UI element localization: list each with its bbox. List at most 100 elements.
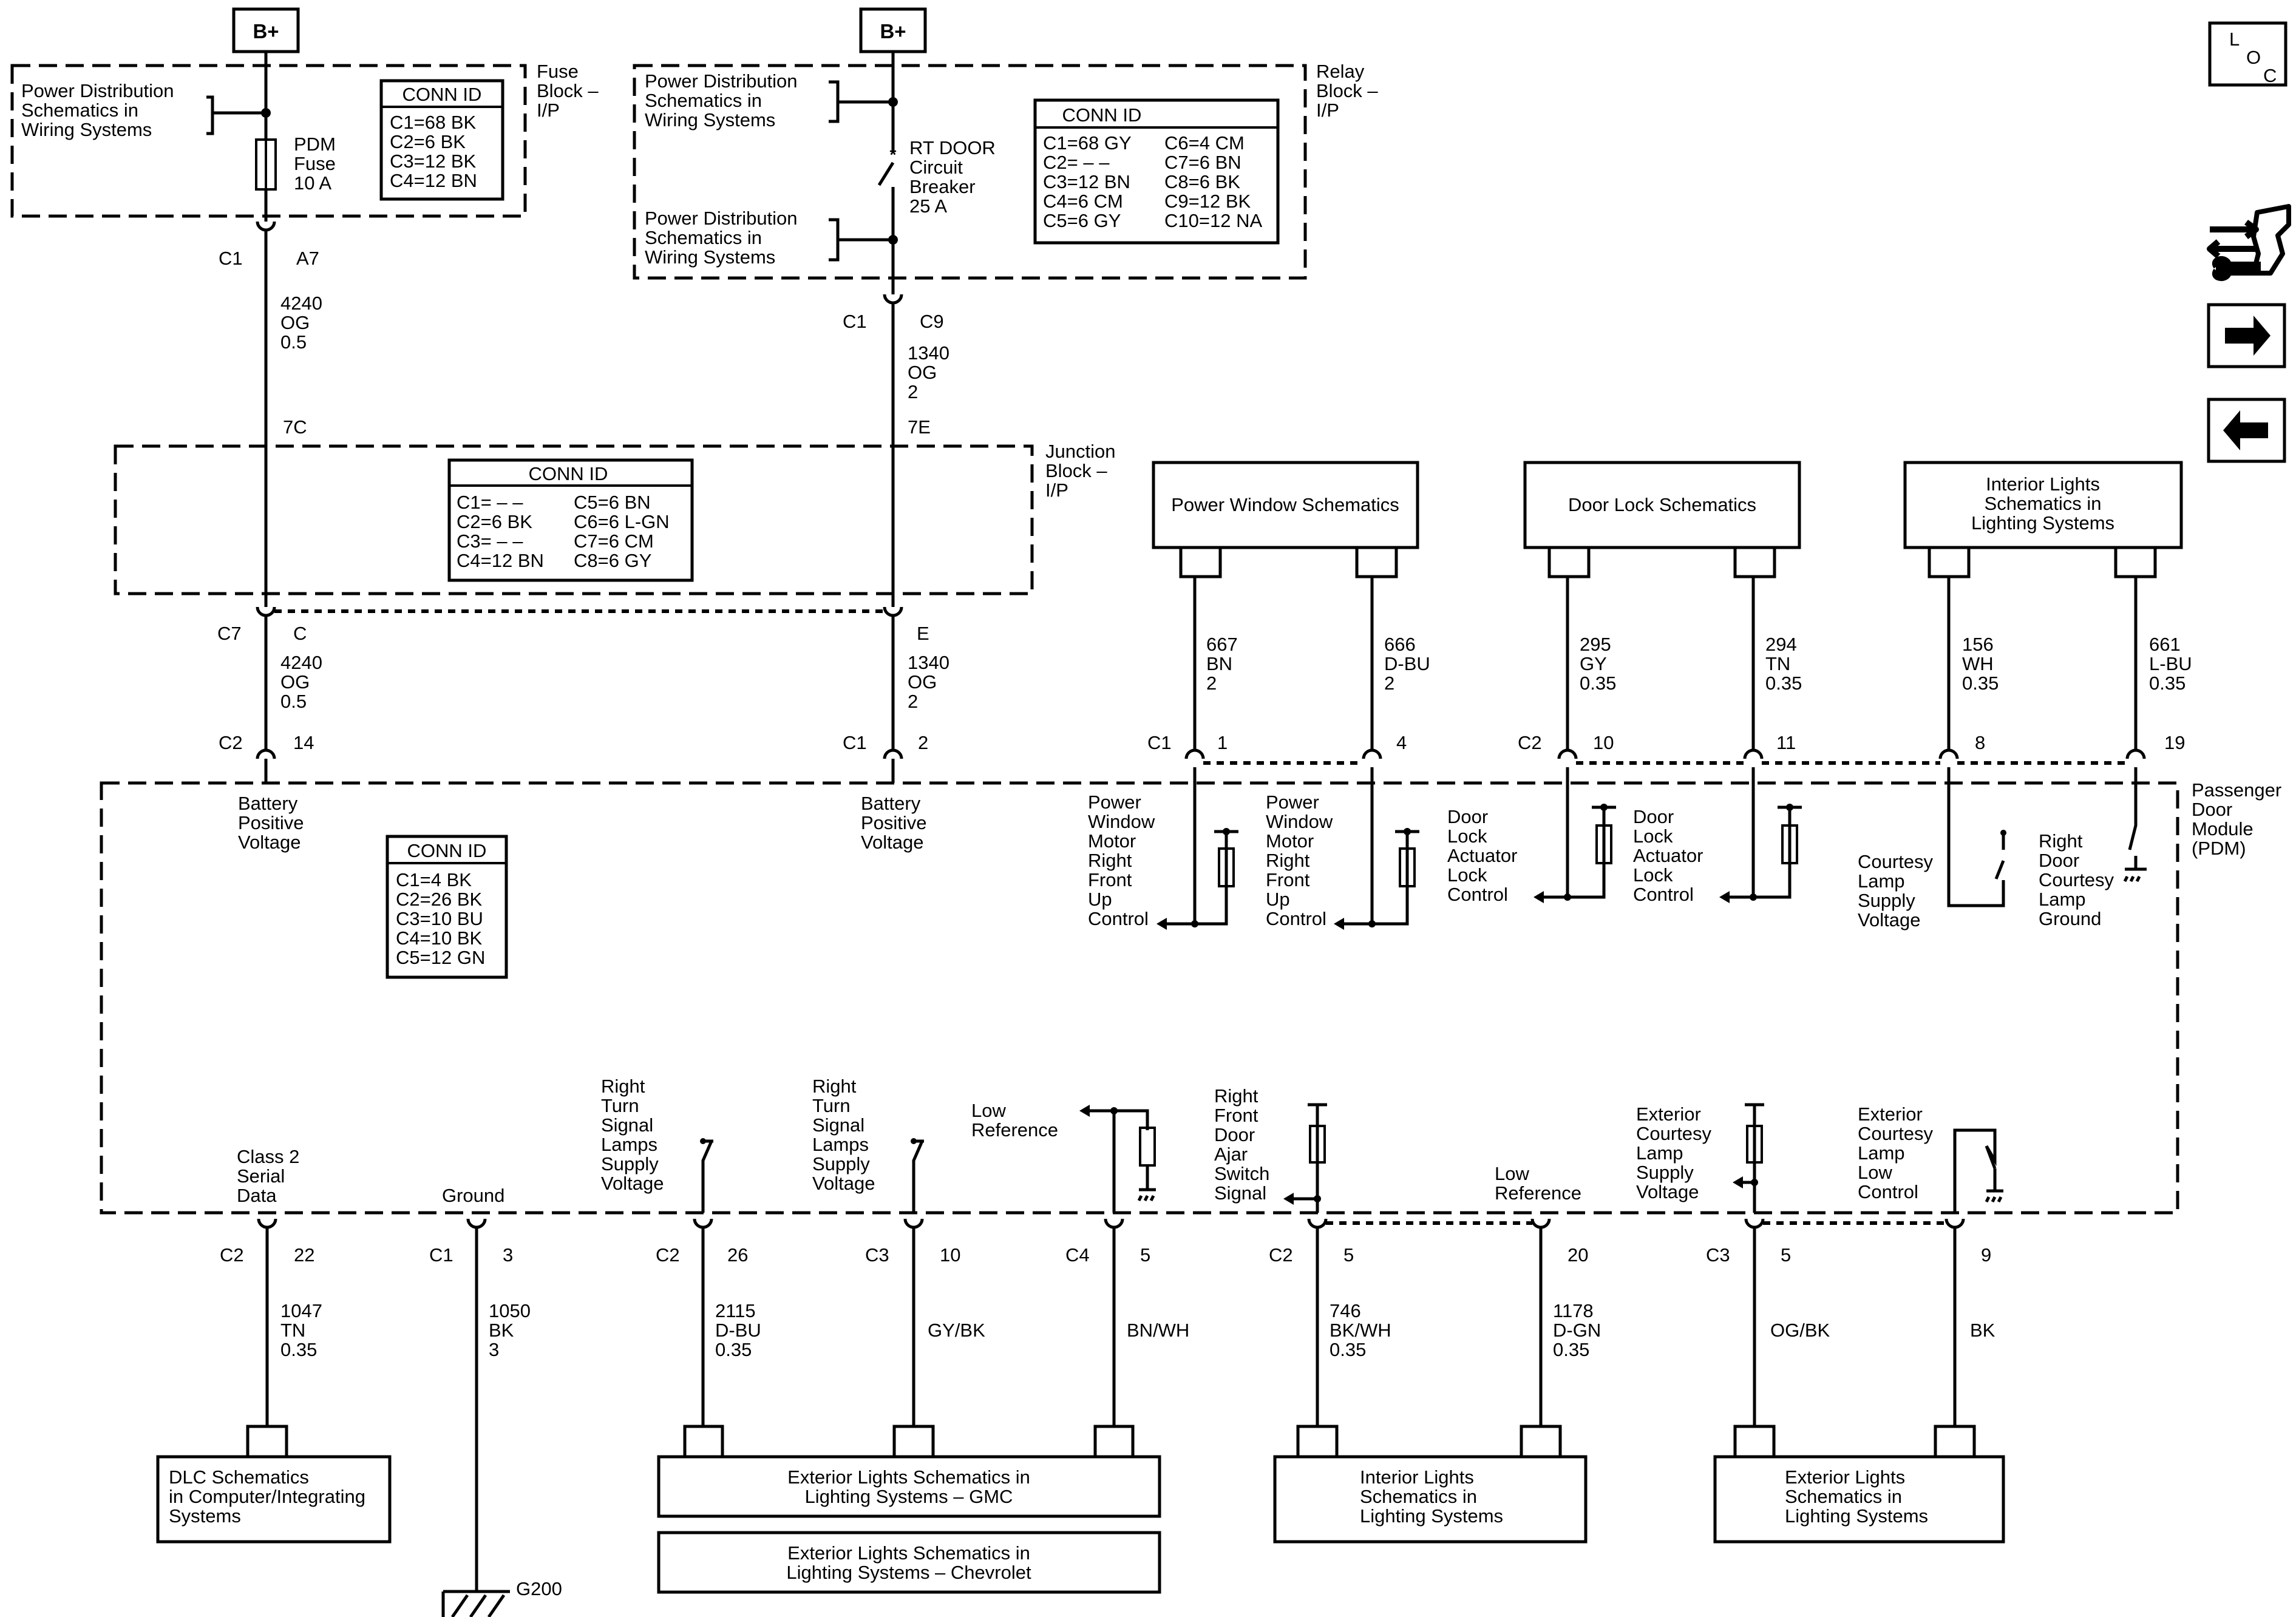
troubleshoot-icon[interactable] xyxy=(2207,204,2291,281)
svg-text:C: C xyxy=(2263,65,2277,86)
lower-circuits: C2 22 C1 3 C2 26 C3 10 C4 5 C2 5 20 C3 5… xyxy=(220,1076,2003,1578)
interior-lights-ref-lower[interactable]: Interior Lights Schematics in Lighting S… xyxy=(1273,1425,1588,1544)
svg-text:OG: OG xyxy=(908,362,937,383)
wire-1340: C1 C9 1340 OG 2 7E E 1340 OG 2 C1 2 Batt… xyxy=(843,52,949,853)
loc-button[interactable]: L O C xyxy=(2208,21,2288,87)
exterior-lights-chevrolet-ref[interactable]: Exterior Lights Schematics in Lighting S… xyxy=(657,1531,1161,1594)
exterior-lights-gmc-ref[interactable]: Exterior Lights Schematics in Lighting S… xyxy=(657,1425,1161,1518)
svg-text:C1=68 BK: C1=68 BK xyxy=(390,112,477,133)
svg-text:C1: C1 xyxy=(1147,732,1172,753)
svg-text:Right: Right xyxy=(1088,850,1132,871)
svg-text:C9: C9 xyxy=(920,311,944,332)
svg-text:Schematics in: Schematics in xyxy=(1985,493,2102,514)
svg-text:Exterior: Exterior xyxy=(1858,1103,1923,1125)
svg-text:L-BU: L-BU xyxy=(2149,653,2192,674)
next-arrow-icon[interactable] xyxy=(2207,303,2286,368)
svg-text:C1=4 BK: C1=4 BK xyxy=(396,869,472,890)
svg-text:Voltage: Voltage xyxy=(861,832,923,853)
svg-text:OG: OG xyxy=(280,312,310,333)
svg-text:10 A: 10 A xyxy=(294,172,331,194)
svg-text:1047: 1047 xyxy=(280,1300,322,1321)
svg-text:D-BU: D-BU xyxy=(715,1320,761,1341)
svg-text:Junction: Junction xyxy=(1045,441,1115,462)
previous-arrow-icon[interactable] xyxy=(2207,398,2286,463)
svg-text:Door: Door xyxy=(1447,806,1488,827)
svg-text:Lock: Lock xyxy=(1633,825,1673,847)
svg-text:Interior Lights: Interior Lights xyxy=(1986,473,2100,495)
svg-text:C4=6 CM: C4=6 CM xyxy=(1043,191,1123,212)
svg-text:Door: Door xyxy=(2039,850,2079,871)
power-window-ref[interactable]: Power Window Schematics xyxy=(1152,461,1419,578)
svg-text:B+: B+ xyxy=(880,20,906,42)
svg-text:661: 661 xyxy=(2149,634,2181,655)
svg-text:OG: OG xyxy=(908,671,937,693)
svg-text:Front: Front xyxy=(1214,1105,1258,1126)
svg-text:Schematics in: Schematics in xyxy=(645,90,762,111)
svg-text:Right: Right xyxy=(1266,850,1310,871)
svg-text:Low: Low xyxy=(1858,1162,1892,1183)
svg-text:C6=4 CM: C6=4 CM xyxy=(1164,132,1245,154)
svg-text:10: 10 xyxy=(1593,732,1614,753)
svg-text:PDM: PDM xyxy=(294,134,336,155)
svg-text:Up: Up xyxy=(1266,889,1290,910)
svg-text:D-GN: D-GN xyxy=(1553,1320,1601,1341)
wire-4240: C1 A7 4240 OG 0.5 7C C7 C 4240 OG 0.5 C2… xyxy=(217,52,322,853)
svg-text:C7=6 BN: C7=6 BN xyxy=(1164,152,1241,173)
svg-text:11: 11 xyxy=(1776,732,1796,753)
svg-text:Battery: Battery xyxy=(861,793,921,814)
relay-block: Relay Block – I/P Power Distribution Sch… xyxy=(633,61,1378,280)
svg-text:Window: Window xyxy=(1266,811,1333,832)
svg-text:B+: B+ xyxy=(253,20,279,42)
svg-text:CONN ID: CONN ID xyxy=(1062,104,1142,126)
svg-text:26: 26 xyxy=(727,1244,748,1266)
door-lock-ref[interactable]: Door Lock Schematics xyxy=(1523,461,1801,578)
svg-text:O: O xyxy=(2246,47,2261,68)
svg-text:Right: Right xyxy=(601,1076,645,1097)
fuse-conn-table: CONN ID C1=68 BK C2=6 BK C3=12 BK C4=12 … xyxy=(379,79,504,201)
svg-text:22: 22 xyxy=(294,1244,314,1266)
svg-text:BK: BK xyxy=(1970,1320,1995,1341)
svg-text:Module: Module xyxy=(2192,818,2254,839)
svg-text:Low: Low xyxy=(971,1100,1006,1121)
svg-text:A7: A7 xyxy=(296,248,319,269)
svg-text:1178: 1178 xyxy=(1553,1300,1594,1321)
svg-text:TN: TN xyxy=(280,1320,305,1341)
dlc-ref[interactable]: DLC Schematics in Computer/Integrating S… xyxy=(156,1425,392,1544)
svg-text:Fuse: Fuse xyxy=(537,61,579,82)
svg-text:Lock: Lock xyxy=(1447,825,1487,847)
svg-text:C7: C7 xyxy=(217,623,242,644)
svg-text:D-BU: D-BU xyxy=(1384,653,1430,674)
svg-text:0.35: 0.35 xyxy=(280,1339,317,1360)
svg-text:RT DOOR: RT DOOR xyxy=(909,137,996,158)
svg-text:Actuator: Actuator xyxy=(1633,845,1703,866)
svg-text:Reference: Reference xyxy=(971,1119,1058,1141)
svg-text:C: C xyxy=(293,623,307,644)
svg-text:Right: Right xyxy=(1214,1085,1258,1107)
svg-text:0.5: 0.5 xyxy=(280,331,307,353)
svg-text:C3=10 BU: C3=10 BU xyxy=(396,908,483,929)
svg-text:Power: Power xyxy=(1088,792,1141,813)
interior-lights-ref-upper[interactable]: Interior Lights Schematics in Lighting S… xyxy=(1903,461,2183,578)
svg-text:C8=6 GY: C8=6 GY xyxy=(574,550,651,571)
svg-text:Supply: Supply xyxy=(1858,890,1915,911)
svg-text:Block –: Block – xyxy=(537,80,599,101)
svg-text:746: 746 xyxy=(1330,1300,1361,1321)
svg-text:2: 2 xyxy=(1206,673,1217,694)
svg-text:0.35: 0.35 xyxy=(1553,1339,1589,1360)
svg-text:L: L xyxy=(2229,29,2240,50)
svg-text:Interior Lights: Interior Lights xyxy=(1360,1466,1474,1488)
svg-text:C4: C4 xyxy=(1065,1244,1090,1266)
svg-text:Schematics in: Schematics in xyxy=(645,227,762,248)
pdm-conn-table: CONN ID C1=4 BK C2=26 BK C3=10 BU C4=10 … xyxy=(385,835,508,979)
svg-text:Courtesy: Courtesy xyxy=(2039,869,2114,890)
svg-text:Lamps: Lamps xyxy=(812,1134,869,1155)
svg-text:0.35: 0.35 xyxy=(2149,673,2186,694)
svg-text:C9=12 BK: C9=12 BK xyxy=(1164,191,1251,212)
svg-text:*: * xyxy=(890,145,897,164)
exterior-lights-ref-lower[interactable]: Exterior Lights Schematics in Lighting S… xyxy=(1713,1425,2005,1544)
svg-text:I/P: I/P xyxy=(1316,100,1339,121)
svg-text:Door: Door xyxy=(2192,799,2232,820)
svg-text:Control: Control xyxy=(1266,908,1326,929)
pdm-fuse-symbol xyxy=(255,138,277,191)
svg-text:Fuse: Fuse xyxy=(294,153,336,174)
